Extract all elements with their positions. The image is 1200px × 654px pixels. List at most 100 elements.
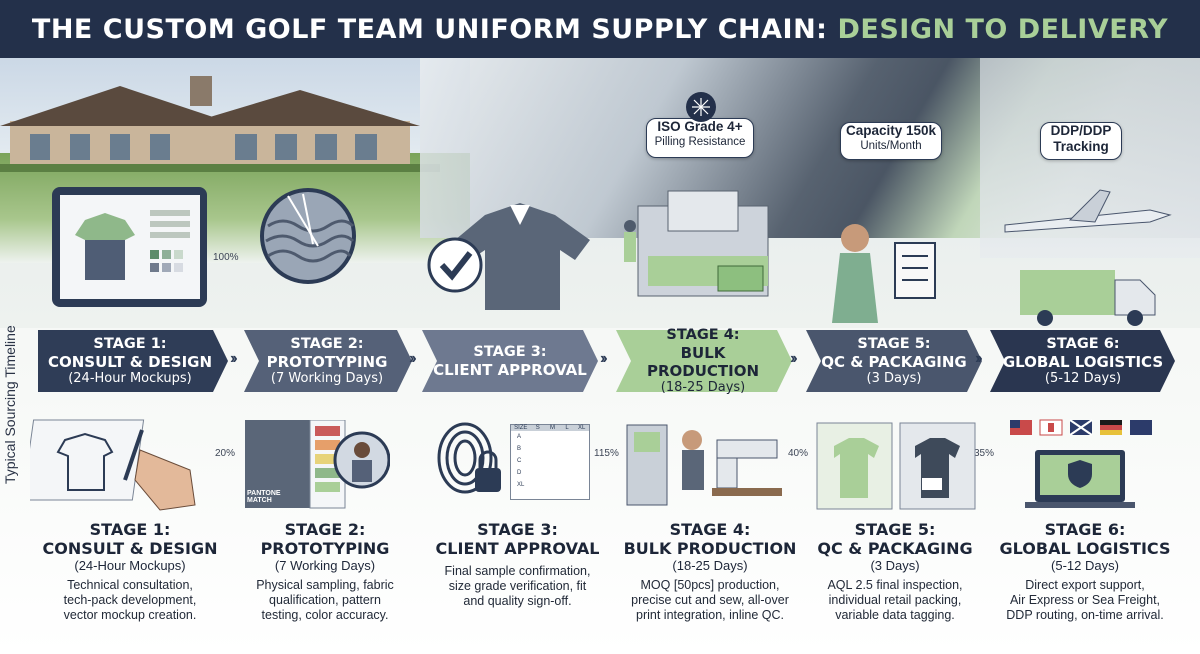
callout-capacity-line1: Capacity 150k (845, 123, 937, 138)
stage-banner-4: STAGE 4: BULK PRODUCTION (18-25 Days) (622, 326, 784, 395)
size-header: SIZE (514, 425, 528, 431)
retail-packaging-illustration (816, 422, 976, 510)
chevron-right-icon: ›› (600, 350, 607, 367)
stage-detail-4: STAGE 4: BULK PRODUCTION (18-25 Days) MO… (610, 520, 810, 623)
sewing-station-illustration (626, 424, 782, 506)
callout-pilling: ISO Grade 4+ Pilling Resistance (646, 118, 754, 158)
stage-detail-1-name: CONSULT & DESIGN (42, 539, 218, 558)
stage-banner-6-time: (5-12 Days) (1044, 370, 1122, 386)
approved-polo-illustration (427, 203, 590, 310)
stage-banner-5-time: (3 Days) (866, 370, 922, 386)
percent-marker: 100% (213, 252, 239, 263)
banner-shape-3 (422, 330, 598, 392)
qc-inspector-illustration (832, 224, 936, 323)
stage-banner-1-name: CONSULT & DESIGN (47, 352, 213, 371)
stage-detail-4-desc: MOQ [50pcs] production, (640, 578, 780, 592)
callout-tracking: DDP/DDP Tracking (1040, 122, 1122, 160)
size-header: S (535, 425, 540, 431)
chevron-right-icon: ›› (975, 350, 982, 367)
banner-shape-1 (38, 330, 228, 392)
stage-banner-4-stage: STAGE 4: (666, 326, 740, 343)
pantone-swatch-illustration (245, 420, 390, 509)
stage-detail-2-name: PROTOTYPING (260, 539, 390, 558)
clubhouse-illustration (0, 76, 440, 172)
stage-detail-5-desc: variable data tagging. (835, 608, 955, 622)
stage-detail-5-desc: AQL 2.5 final inspection, (827, 578, 963, 592)
stage-detail-4-desc: precise cut and sew, all-over (631, 593, 789, 607)
stage-banner-2-time: (7 Working Days) (270, 370, 384, 386)
stage-detail-2-desc: testing, color accuracy. (261, 608, 389, 622)
stage-detail-6: STAGE 6: GLOBAL LOGISTICS (5-12 Days) Di… (985, 520, 1185, 623)
country-flags (1010, 419, 1152, 436)
stage-detail-1-desc: Technical consultation, (67, 578, 193, 592)
stage-detail-3-name: CLIENT APPROVAL (435, 539, 600, 558)
title-highlight: DESIGN TO DELIVERY (837, 13, 1169, 45)
stage-detail-6-desc: Air Express or Sea Freight, (1009, 593, 1161, 607)
chevron-right-icon: ›› (230, 350, 237, 367)
stage-banner-1: STAGE 1: CONSULT & DESIGN (24-Hour Mocku… (40, 330, 220, 392)
logistics-illustration (1004, 189, 1172, 326)
stage-detail-5-name: QC & PACKAGING (817, 539, 973, 558)
stage-detail-5-time: (3 Days) (870, 558, 920, 573)
chevron-right-icon: ›› (790, 350, 797, 367)
size-header: XL (578, 425, 586, 431)
stage-detail-5-desc: individual retail packing, (828, 593, 962, 607)
stage-detail-6-time: (5-12 Days) (1051, 558, 1119, 573)
export-routing-illustration (1010, 419, 1152, 508)
callout-pilling-line2: Pilling Resistance (654, 136, 746, 148)
stage-detail-1-desc: vector mockup creation. (63, 608, 197, 622)
size-header: M (549, 425, 555, 431)
approval-signoff-illustration (437, 422, 501, 494)
stage-detail-2-desc: qualification, pattern (269, 593, 381, 607)
stage-banner-2: STAGE 2: PROTOTYPING (7 Working Days) (252, 330, 402, 392)
stage-detail-6-name: GLOBAL LOGISTICS (999, 539, 1171, 558)
stage-banner-1-stage: STAGE 1: (93, 335, 167, 352)
stage-banner-6-stage: STAGE 6: (1046, 335, 1120, 352)
stage-detail-1-desc: tech-pack development, (63, 593, 197, 607)
size-row: C (517, 458, 522, 464)
fabric-loupe-illustration (260, 188, 356, 284)
stage-banner-6-name: GLOBAL LOGISTICS (1002, 352, 1164, 371)
stage-detail-2: STAGE 2: PROTOTYPING (7 Working Days) Ph… (230, 520, 420, 623)
stage-banner-5-name: QC & PACKAGING (821, 352, 967, 371)
bulk-printing-illustration (624, 190, 769, 297)
stage-detail-3-desc: Final sample confirmation, (444, 564, 591, 578)
stage-detail-6-desc: Direct export support, (1025, 578, 1145, 592)
stage-banner-6: STAGE 6: GLOBAL LOGISTICS (5-12 Days) (998, 330, 1168, 392)
size-header: L (565, 425, 569, 431)
stage-detail-4-desc: print integration, inline QC. (636, 608, 784, 622)
stage-detail-2-time: (7 Working Days) (274, 558, 376, 573)
stage-banner-5-stage: STAGE 5: (857, 335, 931, 352)
stage-detail-3-desc: size grade verification, fit (448, 579, 587, 593)
title-main: THE CUSTOM GOLF TEAM UNIFORM SUPPLY CHAI… (31, 13, 828, 45)
stage-detail-1-stage: STAGE 1: (89, 520, 171, 539)
banner-shape-6 (990, 330, 1175, 392)
size-row: A (517, 434, 522, 440)
stage-detail-5-stage: STAGE 5: (854, 520, 936, 539)
stage-detail-4-time: (18-25 Days) (672, 558, 748, 573)
size-grade-table: SIZE S M L XL A B C D XL (510, 424, 590, 500)
stage-detail-4-stage: STAGE 4: (669, 520, 751, 539)
stage-banner-2-name: PROTOTYPING (266, 352, 388, 371)
fiber-badge-icon (686, 92, 716, 122)
stage-banner-1-time: (24-Hour Mockups) (68, 370, 192, 386)
page-title: THE CUSTOM GOLF TEAM UNIFORM SUPPLY CHAI… (0, 0, 1200, 58)
callout-capacity: Capacity 150k Units/Month (840, 122, 942, 160)
stage-detail-1-time: (24-Hour Mockups) (74, 558, 186, 573)
banner-shape-2 (244, 330, 412, 392)
stage-banner-shapes (38, 330, 1175, 392)
stage-detail-2-stage: STAGE 2: (284, 520, 366, 539)
stage-detail-6-stage: STAGE 6: (1044, 520, 1126, 539)
size-row: XL (517, 482, 525, 488)
stage-banner-4-time: (18-25 Days) (660, 379, 746, 395)
stage-detail-4-name: BULK PRODUCTION (623, 539, 797, 558)
size-row: D (517, 470, 522, 476)
callout-capacity-line2: Units/Month (860, 140, 922, 152)
stage-detail-3-desc: and quality sign-off. (463, 594, 572, 608)
banner-shape-4 (616, 330, 792, 392)
sketching-hand-illustration (30, 419, 196, 511)
stage-banner-3-stage: STAGE 3: (473, 343, 547, 360)
percent-marker: 20% (215, 448, 236, 459)
stage-banner-3-name: CLIENT APPROVAL (433, 360, 587, 379)
stage-banner-2-stage: STAGE 2: (290, 335, 364, 352)
